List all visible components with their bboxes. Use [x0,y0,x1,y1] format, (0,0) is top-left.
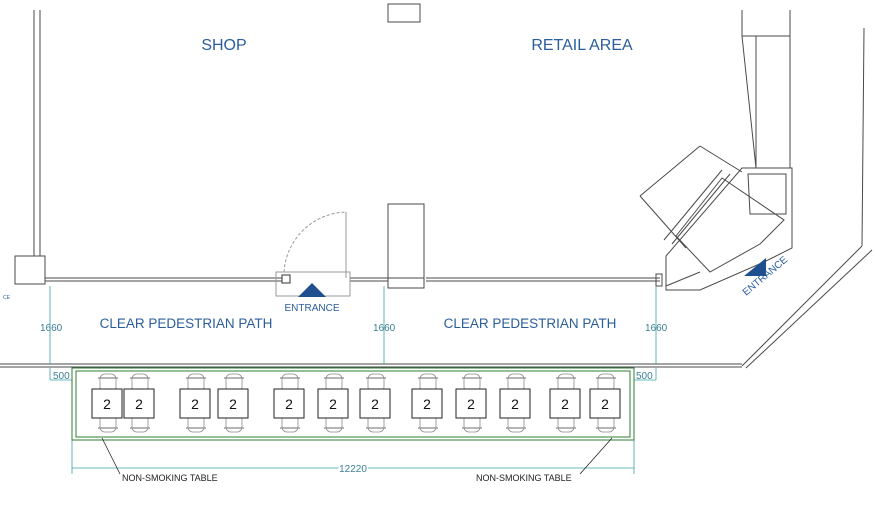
table-unit: 2 [411,373,443,433]
table-unit: 2 [589,373,621,433]
table-top [179,388,211,419]
table-top [589,388,621,419]
table-unit: 2 [549,373,581,433]
main-door [275,211,351,297]
table-seat-count: 2 [467,396,475,412]
table-unit: 2 [455,373,487,433]
table-seat-count: 2 [561,396,569,412]
table-seat-count: 2 [423,396,431,412]
table-unit: 2 [217,373,249,433]
table-unit: 2 [499,373,531,433]
dim-path-left: 1660 [40,323,63,334]
table-top [317,388,349,419]
table-top [217,388,249,419]
table-seat-count: 2 [371,396,379,412]
tables-layer: 2 2 2 2 2 2 2 2 2 2 2 2 [91,373,621,433]
table-seat-count: 2 [329,396,337,412]
table-top [359,388,391,419]
dimension-lines [49,286,657,474]
seating-area [71,367,635,441]
dim-total-length: 12220 [339,464,367,475]
table-seat-count: 2 [285,396,293,412]
entrance-arrow-corner [744,258,766,276]
table-seat-count: 2 [229,396,237,412]
table-unit: 2 [123,373,155,433]
room-label-retail: RETAIL AREA [531,37,633,54]
table-top [273,388,305,419]
kerb-line [0,363,742,368]
table-unit: 2 [359,373,391,433]
dim-offset-left: 500 [53,371,70,382]
table-seat-count: 2 [191,396,199,412]
dim-path-mid: 1660 [373,323,396,334]
path-label-right: CLEAR PEDESTRIAN PATH [444,316,617,331]
table-seat-count: 2 [601,396,609,412]
table-seat-count: 2 [135,396,143,412]
table-seat-count: 2 [511,396,519,412]
table-seat-count: 2 [103,396,111,412]
note-leaders [101,437,613,475]
path-label-left: CLEAR PEDESTRIAN PATH [100,316,273,331]
table-top [549,388,581,419]
edge-fragment-label: CE [3,295,11,301]
entrance-arrow-main [298,283,326,297]
note-non-smoking-right: NON-SMOKING TABLE [476,473,572,483]
table-top [411,388,443,419]
note-non-smoking-left: NON-SMOKING TABLE [122,473,218,483]
dim-path-right: 1660 [645,323,668,334]
table-top [123,388,155,419]
entrance-label-main: ENTRANCE [284,303,339,314]
table-unit: 2 [273,373,305,433]
table-top [91,388,123,419]
table-unit: 2 [91,373,123,433]
table-top [455,388,487,419]
table-top [499,388,531,419]
room-label-shop: SHOP [201,37,246,54]
walls [14,3,873,369]
table-unit: 2 [179,373,211,433]
table-unit: 2 [317,373,349,433]
dim-offset-right: 500 [636,371,653,382]
